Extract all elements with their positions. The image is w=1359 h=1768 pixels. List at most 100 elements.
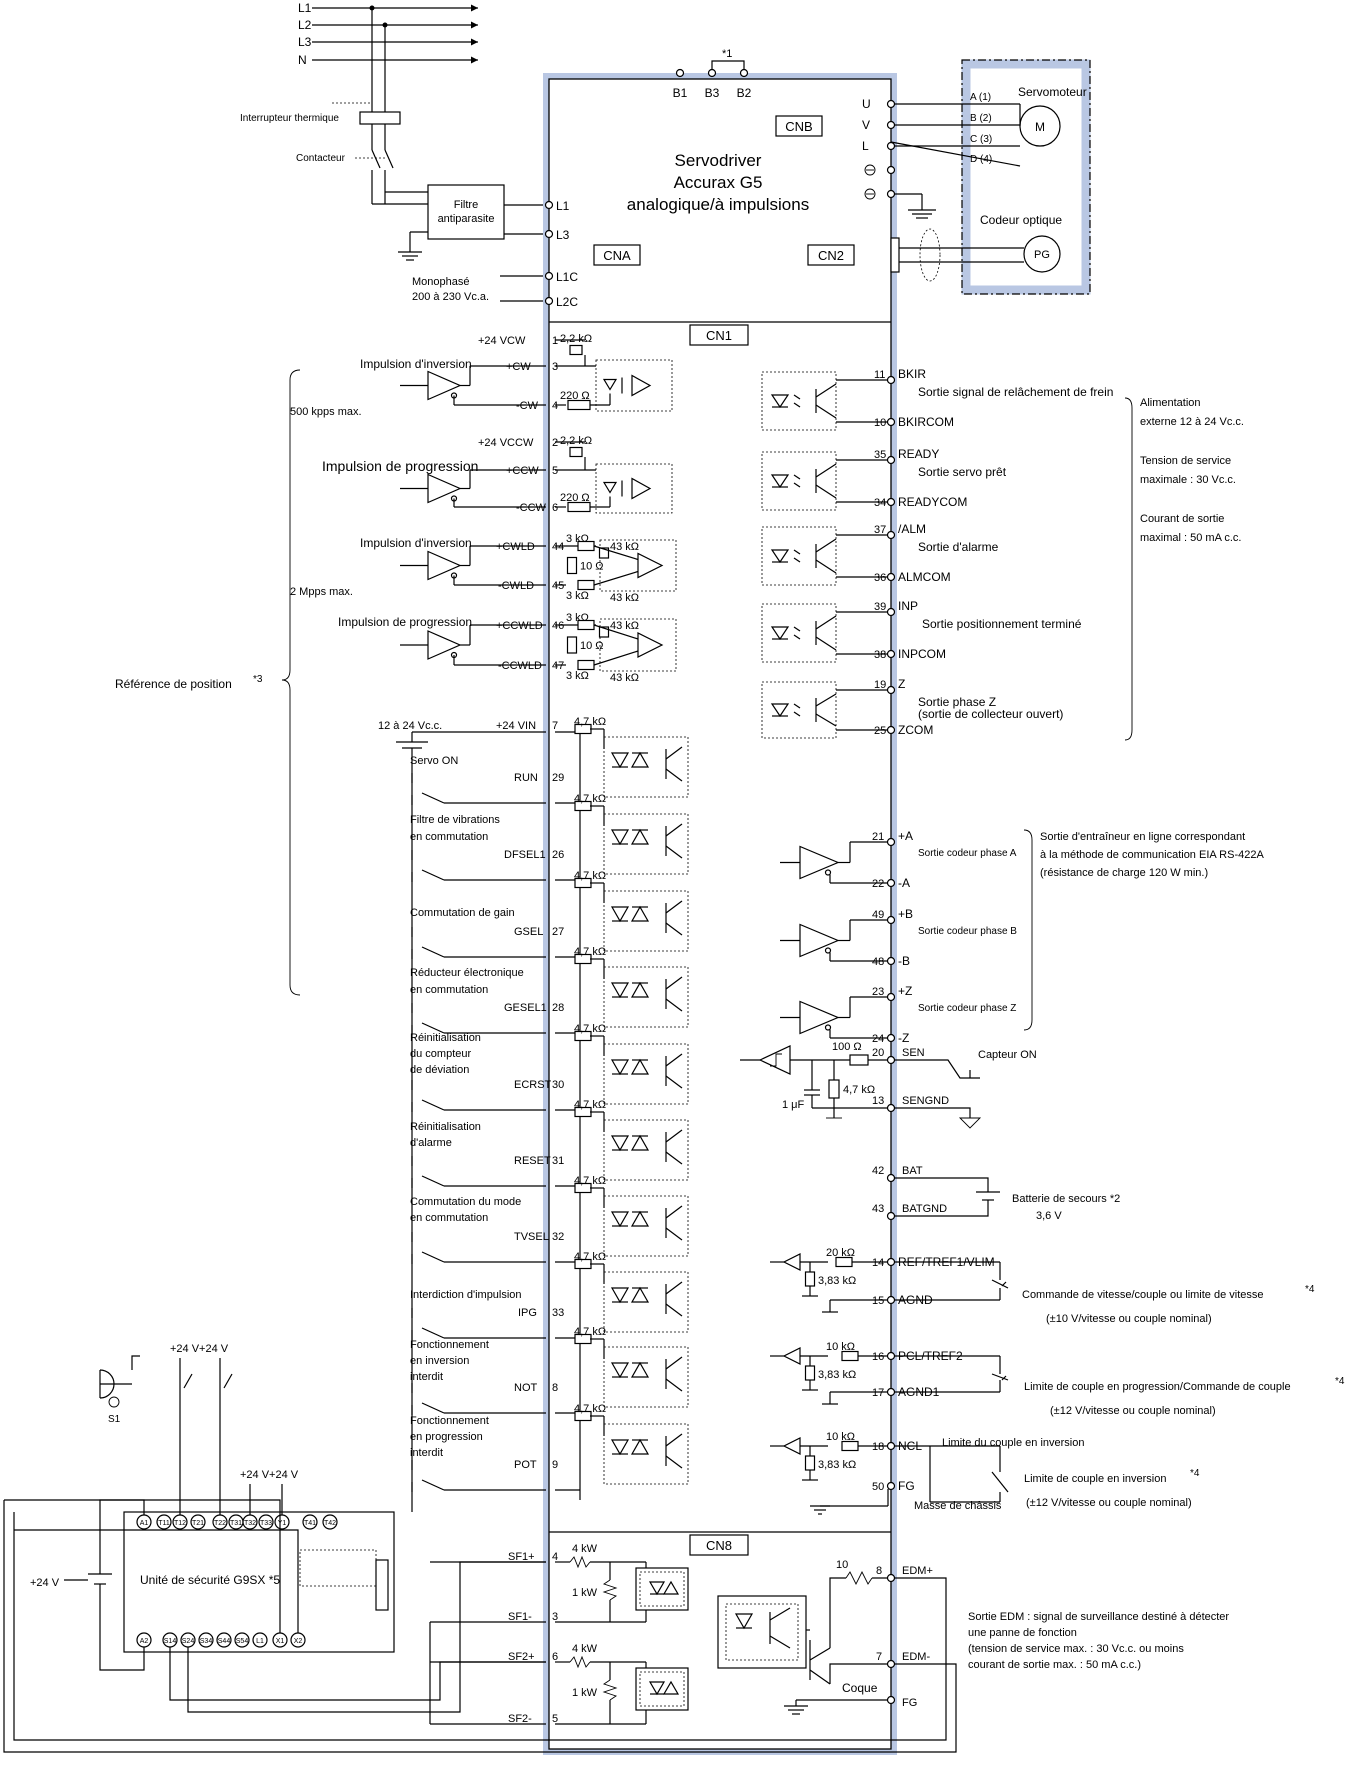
input-47k-1: 4,7 kΩ — [574, 793, 606, 805]
pulse-43k-b-2: 43 kΩ — [610, 592, 639, 604]
input-label-6-0: Commutation du mode — [410, 1196, 521, 1208]
pulse-label-2: Impulsion d'inversion — [360, 536, 472, 550]
supply-curr-2: maximal : 50 mA c.c. — [1140, 532, 1241, 544]
supply-line-1: L2 — [298, 18, 312, 32]
out-s2-1: READYCOM — [898, 495, 967, 509]
motor-pin-1: V — [862, 118, 870, 132]
out-n2-2: 36 — [874, 572, 886, 584]
out-desc-4-0: Sortie phase Z — [918, 695, 996, 709]
input-label-9-0: Fonctionnement — [410, 1415, 489, 1427]
sensor-on: Capteur ON — [978, 1049, 1037, 1061]
battery-label: Batterie de secours *2 — [1012, 1193, 1120, 1205]
pulse-label-3: Impulsion de progression — [338, 615, 472, 629]
supply-curr-1: Courant de sortie — [1140, 513, 1224, 525]
out-n2-3: 38 — [874, 649, 886, 661]
input-label-3-1: en commutation — [410, 984, 488, 996]
output-supply-info: Alimentation externe 12 à 24 Vc.c. Tensi… — [1124, 397, 1244, 741]
input-label-1-1: en commutation — [410, 831, 488, 843]
sens-47k: 4,7 kΩ — [843, 1084, 875, 1096]
enc-n1-2: 23 — [872, 986, 884, 998]
edm-fg-sig: FG — [902, 1697, 917, 1709]
enc-desc-2: Sortie codeur phase Z — [918, 1003, 1016, 1014]
sengnd-num: 13 — [872, 1095, 884, 1107]
supply-volt-2: maximale : 30 Vc.c. — [1140, 474, 1236, 486]
pulse-10-2: 10 Ω — [580, 561, 604, 573]
pulse-plus-num-2: 44 — [552, 541, 564, 553]
input-sig-2: GSEL — [514, 926, 543, 938]
enc-n2-2: 24 — [872, 1033, 884, 1045]
pulse-plus-sig-1: +CCW — [506, 465, 539, 477]
line-driver-1: Sortie d'entraîneur en ligne corresponda… — [1040, 831, 1245, 843]
input-47k-2: 4,7 kΩ — [574, 870, 606, 882]
servo-title-2: Accurax G5 — [674, 173, 763, 192]
input-47k-4: 4,7 kΩ — [574, 1023, 606, 1035]
vin-sig: +24 VIN — [496, 720, 536, 732]
out-s2-2: ALMCOM — [898, 570, 951, 584]
pulse-3k-a-3: 3 kΩ — [566, 612, 589, 624]
filter-label-2: antiparasite — [438, 213, 495, 225]
torque-range: (±12 V/vitesse ou couple nominal) — [1050, 1405, 1216, 1417]
line-driver-2: à la méthode de communication EIA RS-422… — [1040, 849, 1264, 861]
position-reference: Référence de position *3 500 kpps max. 2… — [115, 369, 362, 996]
out-desc-2-0: Sortie d'alarme — [918, 540, 999, 554]
out-s1-4: Z — [898, 677, 905, 691]
out-s1-2: /ALM — [898, 522, 926, 536]
g9sx-bot-7: X1 — [276, 1638, 285, 1645]
g9sx-bot-8: X2 — [294, 1638, 303, 1645]
pulse-plus-sig-2: +CWLD — [496, 541, 535, 553]
out-desc-1-0: Sortie servo prêt — [918, 465, 1007, 479]
input-label-5-1: d'alarme — [410, 1137, 452, 1149]
out-s1-0: BKIR — [898, 367, 926, 381]
noise-filter — [427, 184, 505, 240]
motor-wire-2: C (3) — [970, 134, 992, 145]
power-pins: L1 L3 L1C L2C — [544, 199, 578, 309]
out-desc-0-0: Sortie signal de relâchement de frein — [918, 385, 1113, 399]
ana-n2-1: 17 — [872, 1387, 884, 1399]
input-label-5-0: Réinitialisation — [410, 1121, 481, 1133]
pulse-label-1: Impulsion de progression — [322, 458, 478, 474]
pulse-3k-b-2: 3 kΩ — [566, 590, 589, 602]
g9sx-bot-4: S44 — [218, 1638, 231, 1645]
motor-wire-3: D (4) — [970, 154, 992, 165]
edm-plus-num: 8 — [876, 1565, 882, 1577]
torque-inv-note: *4 — [1190, 1468, 1200, 1479]
sengnd-sig: SENGND — [902, 1095, 949, 1107]
input-sig-3: GESEL1 — [504, 1002, 547, 1014]
input-label-8-0: Fonctionnement — [410, 1339, 489, 1351]
input-label-4-1: du compteur — [410, 1048, 471, 1060]
edm-minus-num: 7 — [876, 1651, 882, 1663]
ana-383-1: 3,83 kΩ — [818, 1369, 856, 1381]
out-s1-3: INP — [898, 599, 918, 613]
g9sx-top-4: T22 — [214, 1520, 226, 1527]
input-sig-7: IPG — [518, 1307, 537, 1319]
ana-n2-0: 15 — [872, 1295, 884, 1307]
input-label-1-0: Filtre de vibrations — [410, 814, 500, 826]
ana-fg-n: 50 — [872, 1481, 884, 1493]
input-num-0: 29 — [552, 772, 564, 784]
input-47k-6: 4,7 kΩ — [574, 1175, 606, 1187]
out-s1-1: READY — [898, 447, 939, 461]
g9sx-v24-left: +24 V — [30, 1577, 60, 1589]
input-num-4: 30 — [552, 1079, 564, 1091]
torque-prog: Limite de couple en progression/Commande… — [1024, 1381, 1291, 1393]
pulse-3k-b-3: 3 kΩ — [566, 670, 589, 682]
mpps-label: 2 Mpps max. — [290, 586, 353, 598]
edm-10: 10 — [836, 1559, 848, 1571]
pulse-minus-sig-0: -CW — [516, 400, 539, 412]
input-num-7: 33 — [552, 1307, 564, 1319]
sensor-input: 100 Ω 4,7 kΩ 1 μF 20 SEN 13 SENGND Capte… — [740, 1041, 1037, 1129]
pulse-plus-sig-0: +CW — [506, 361, 531, 373]
pulse-plus-num-0: 3 — [552, 361, 558, 373]
supply-volt-1: Tension de service — [1140, 455, 1231, 467]
line-driver-3: (résistance de charge 120 W min.) — [1040, 867, 1208, 879]
cn8-1kw-1: 1 kW — [572, 1687, 598, 1699]
ana-383-2: 3,83 kΩ — [818, 1459, 856, 1471]
servo-title-1: Servodriver — [675, 151, 762, 170]
pulse-plus-num-3: 46 — [552, 620, 564, 632]
cn8-4kw-1: 4 kW — [572, 1643, 598, 1655]
input-sig-0: RUN — [514, 772, 538, 784]
pulse-220-0: 220 Ω — [560, 390, 590, 402]
cn8-n-2: 6 — [552, 1651, 558, 1663]
